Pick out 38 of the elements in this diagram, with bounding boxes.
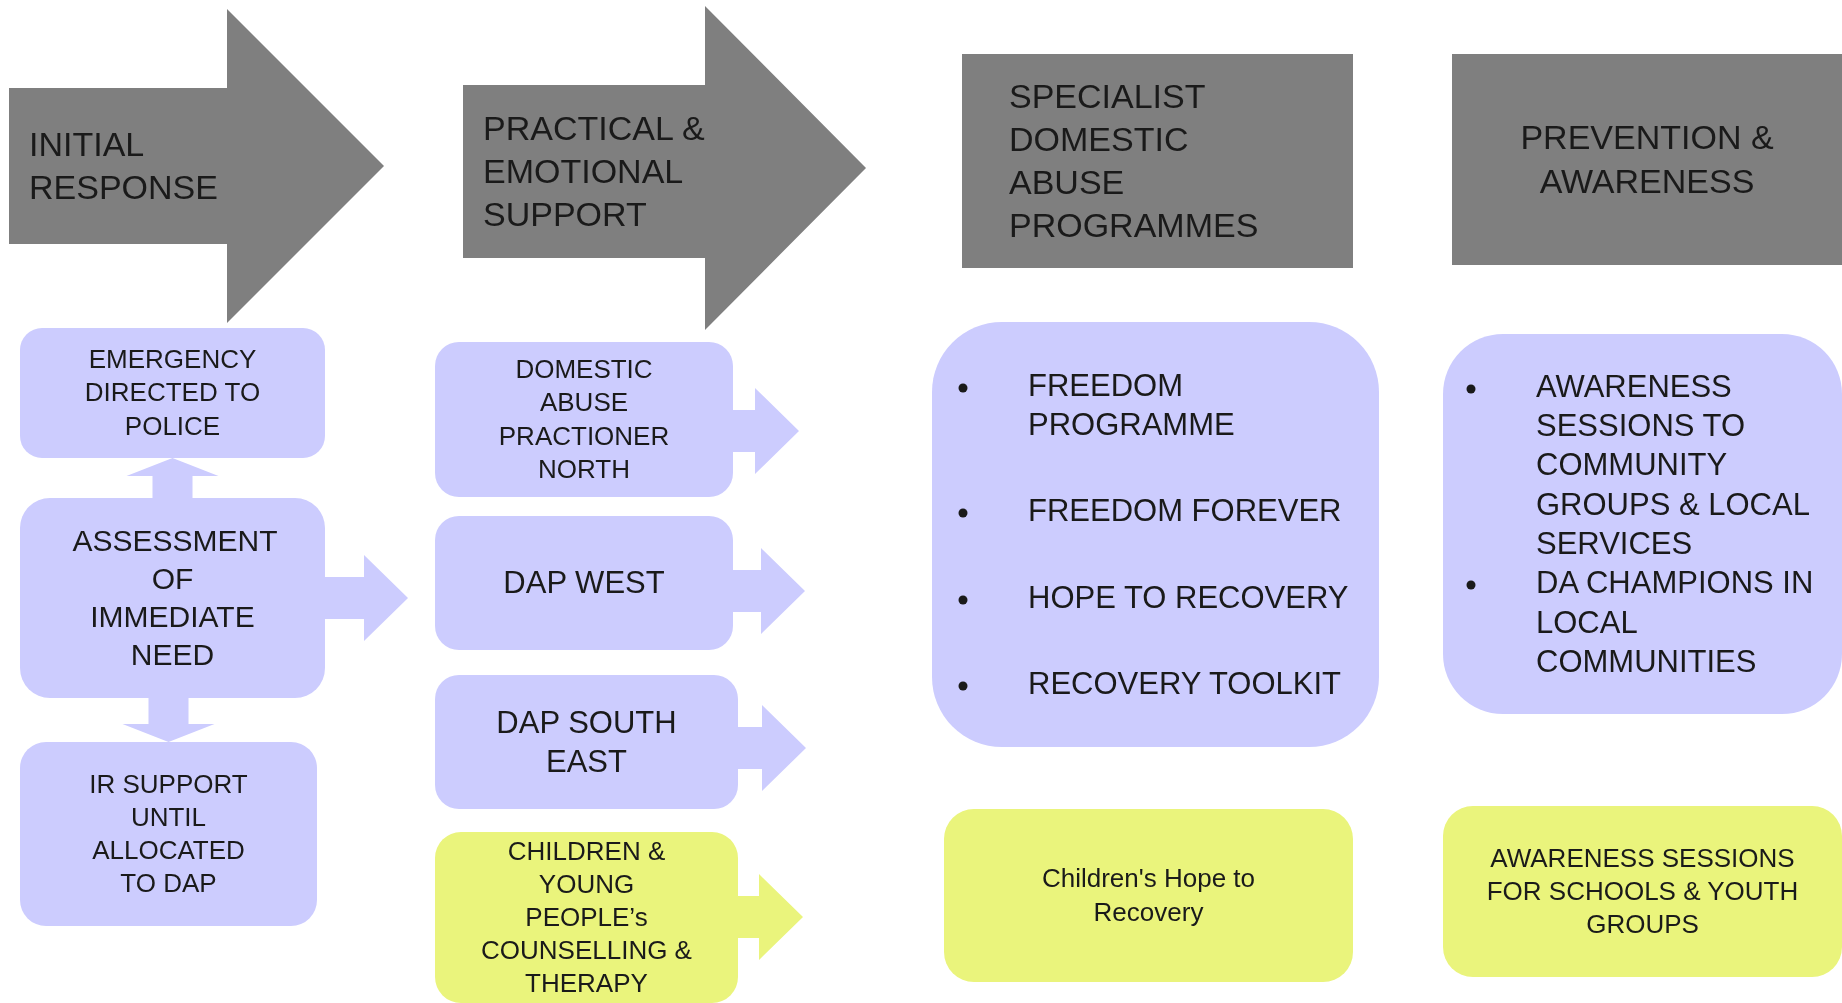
process-box — [20, 742, 317, 926]
block-arrow — [738, 705, 806, 791]
process-box — [435, 516, 733, 650]
box-label: Children's Hope to Recovery — [1040, 862, 1257, 929]
list-item: HOPE TO RECOVERY — [1028, 577, 1369, 618]
box-label: IR SUPPORT UNTIL ALLOCATED TO DAP — [88, 767, 249, 900]
box-label: DOMESTIC ABUSE PRACTIONER NORTH — [497, 353, 671, 486]
list-box — [932, 322, 1379, 747]
list-box — [1443, 334, 1842, 714]
process-box — [944, 809, 1353, 982]
header-label: PREVENTION & AWARENESS — [1519, 117, 1775, 202]
list-item: RECOVERY TOOLKIT — [1028, 664, 1369, 704]
list-item: FREEDOM PROGRAMME — [1028, 365, 1369, 445]
header-label: SPECIALIST DOMESTIC ABUSE PROGRAMMES — [1009, 75, 1260, 247]
block-arrow — [738, 874, 803, 960]
block-arrow — [126, 458, 219, 498]
header-box — [1452, 54, 1842, 265]
process-box — [435, 832, 738, 1003]
header-label: INITIAL RESPONSE — [29, 123, 219, 208]
block-arrow — [733, 388, 799, 474]
list-item: DA CHAMPIONS IN LOCAL COMMUNITIES — [1536, 563, 1832, 682]
list-item: AWARENESS SESSIONS TO COMMUNITY GROUPS & LOCAL SERVICES — [1536, 366, 1832, 564]
process-box — [20, 328, 325, 458]
box-label: EMERGENCY DIRECTED TO POLICE — [83, 343, 262, 443]
box-label: DAP SOUTH EAST — [495, 703, 678, 781]
box-label: CHILDREN & YOUNG PEOPLE’s COUNSELLING & THERAPY — [480, 834, 693, 1000]
process-box — [20, 498, 325, 698]
process-box — [1443, 806, 1842, 977]
block-arrow — [325, 555, 408, 641]
box-label: AWARENESS SESSIONS FOR SCHOOLS & YOUTH GROUPS — [1485, 841, 1800, 941]
header-label: PRACTICAL & EMOTIONAL SUPPORT — [483, 107, 706, 236]
block-arrow — [122, 698, 215, 742]
list-item: FREEDOM FOREVER — [1028, 491, 1369, 531]
box-label: DAP WEST — [503, 564, 665, 603]
header-box — [962, 54, 1353, 268]
block-arrow — [733, 548, 805, 634]
process-box — [435, 675, 738, 809]
process-box — [435, 342, 733, 497]
